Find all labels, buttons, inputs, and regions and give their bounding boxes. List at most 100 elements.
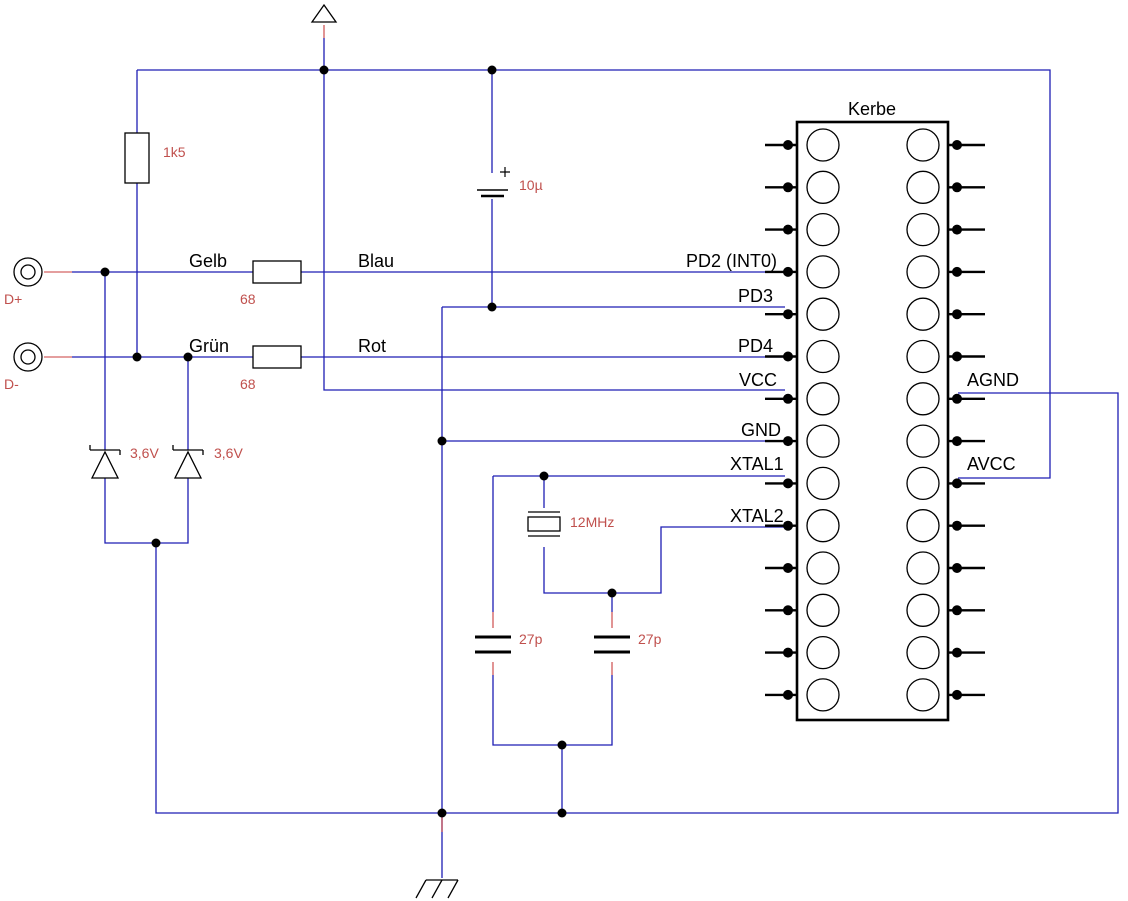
- capacitor-xtal2-value: 27p: [638, 631, 662, 647]
- pin-dot-left: [783, 309, 793, 320]
- pin-label-xtal2: XTAL2: [730, 506, 784, 526]
- pin-socket-left: [806, 424, 840, 458]
- pin-dot-right: [952, 351, 962, 362]
- pin-dot-right: [952, 520, 962, 531]
- connector-dplus: [13, 257, 43, 287]
- pin-dot-left: [783, 647, 793, 658]
- pin-dot-right: [952, 182, 962, 193]
- pin-socket-left: [806, 212, 840, 247]
- pin-socket-right: [906, 466, 940, 501]
- pin-socket-right: [906, 255, 940, 289]
- resistor-dplus: [252, 260, 302, 284]
- pin-socket-left: [806, 170, 840, 204]
- pin-socket-left: [806, 339, 840, 374]
- pin-dot-left: [783, 351, 793, 362]
- pin-socket-right: [906, 678, 940, 712]
- pin-dot-left: [783, 436, 793, 447]
- zener-left: [89, 445, 121, 479]
- pin-label-pd3: PD3: [738, 286, 773, 306]
- capacitor-xtal2: [594, 635, 630, 654]
- pin-dot-right: [952, 393, 962, 404]
- pin-socket-right: [906, 170, 940, 204]
- resistor-pullup-value: 1k5: [163, 144, 186, 160]
- connector-dplus-label: D+: [4, 291, 22, 307]
- connector-dminus: [13, 342, 43, 372]
- pin-dot-right: [952, 309, 962, 320]
- pin-socket-left: [806, 297, 840, 331]
- wire-label-gelb: Gelb: [189, 251, 227, 271]
- zener-right: [172, 445, 204, 479]
- pin-dot-right: [952, 436, 962, 447]
- pin-dot-right: [952, 689, 962, 700]
- pin-socket-left: [806, 678, 840, 712]
- pin-dot-left: [783, 689, 793, 700]
- connector-dminus-label: D-: [4, 376, 19, 392]
- pin-socket-left: [806, 635, 840, 670]
- pin-dot-right: [952, 266, 962, 277]
- pin-label-pd2: PD2 (INT0): [686, 251, 777, 271]
- pin-label-gnd: GND: [741, 420, 781, 440]
- zener-right-value: 3,6V: [214, 445, 243, 461]
- pin-stubs: [44, 25, 613, 832]
- chip-pins: [765, 128, 985, 712]
- resistor-dminus-value: 68: [240, 376, 256, 392]
- pin-socket-right: [906, 509, 940, 543]
- pin-label-vcc: VCC: [739, 370, 777, 390]
- pin-label-xtal1: XTAL1: [730, 454, 784, 474]
- capacitor-bulk: [477, 167, 510, 198]
- pin-socket-right: [906, 382, 940, 416]
- capacitor-bulk-value: 10µ: [519, 177, 543, 193]
- supply-symbol: [310, 3, 338, 23]
- pin-socket-right: [906, 297, 940, 331]
- crystal-value: 12MHz: [570, 514, 614, 530]
- pin-label-pd4: PD4: [738, 336, 773, 356]
- pin-dot-left: [783, 520, 793, 531]
- pin-socket-right: [906, 212, 940, 247]
- pin-socket-right: [906, 635, 940, 670]
- ground-symbol: [415, 879, 459, 899]
- pin-dot-left: [783, 478, 793, 489]
- pin-dot-right: [952, 563, 962, 573]
- pin-dot-right: [952, 605, 962, 616]
- pin-socket-left: [806, 255, 840, 289]
- pin-dot-right: [952, 140, 962, 150]
- pin-dot-right: [952, 478, 962, 489]
- wire-label-blau: Blau: [358, 251, 394, 271]
- pin-socket-left: [806, 509, 840, 543]
- pin-dot-right: [952, 647, 962, 658]
- pin-dot-left: [783, 393, 793, 404]
- resistor-pullup: [124, 132, 150, 184]
- pin-socket-left: [806, 551, 840, 585]
- wire-label-gruen: Grün: [189, 336, 229, 356]
- pin-socket-right: [906, 551, 940, 585]
- pin-socket-left: [806, 593, 840, 627]
- wire-label-rot: Rot: [358, 336, 386, 356]
- capacitor-xtal1: [475, 635, 511, 654]
- pin-dot-left: [783, 563, 793, 573]
- wires: [72, 38, 1119, 878]
- junction-dots: [100, 65, 617, 818]
- pin-socket-right: [906, 128, 940, 162]
- zener-left-value: 3,6V: [130, 445, 159, 461]
- pin-label-agnd: AGND: [967, 370, 1019, 390]
- capacitor-xtal1-value: 27p: [519, 631, 543, 647]
- pin-socket-right: [906, 424, 940, 458]
- pin-socket-right: [906, 593, 940, 627]
- crystal: [527, 511, 561, 537]
- pin-dot-left: [783, 140, 793, 150]
- pin-dot-right: [952, 224, 962, 235]
- dip-chip: [765, 120, 985, 722]
- pin-dot-left: [783, 224, 793, 235]
- resistor-dplus-value: 68: [240, 291, 256, 307]
- pin-socket-left: [806, 382, 840, 416]
- pin-socket-right: [906, 339, 940, 374]
- pin-label-avcc: AVCC: [967, 454, 1016, 474]
- resistor-dminus: [252, 345, 302, 369]
- pin-dot-left: [783, 266, 793, 277]
- chip-notch-label: Kerbe: [848, 99, 896, 119]
- pin-dot-left: [783, 182, 793, 193]
- pin-dot-left: [783, 605, 793, 616]
- pin-socket-left: [806, 466, 840, 501]
- pin-socket-left: [806, 128, 840, 162]
